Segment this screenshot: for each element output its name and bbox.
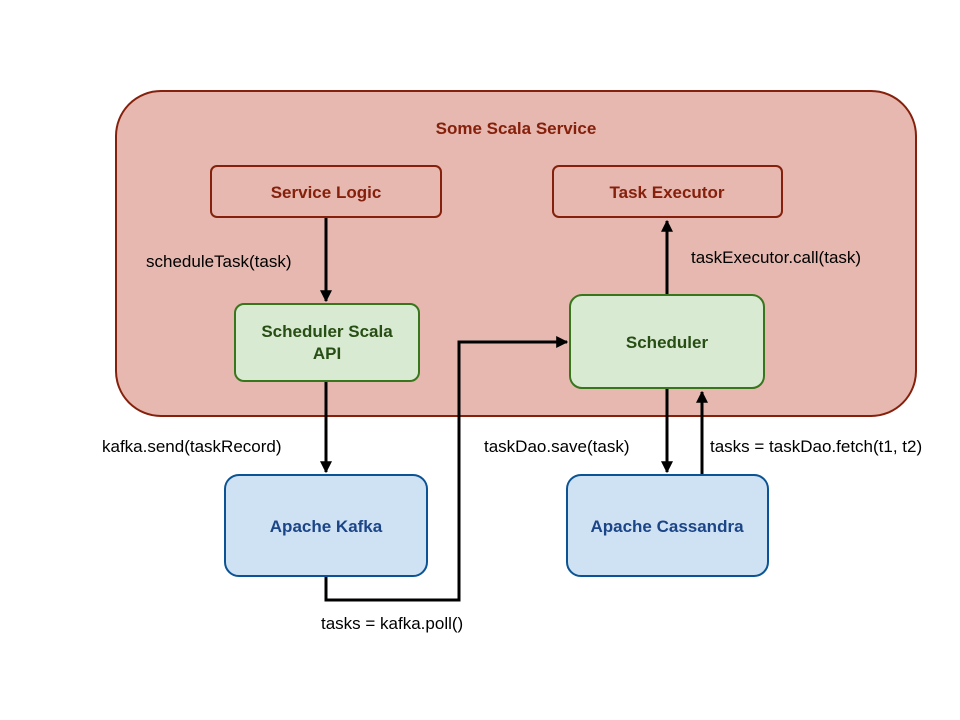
scheduler-scala-api-label-line1: Scheduler Scala	[261, 322, 393, 341]
task-executor-node[interactable]: Task Executor	[552, 165, 783, 218]
scheduler-scala-api-box	[234, 303, 420, 382]
scheduler-node[interactable]: Scheduler	[569, 294, 765, 389]
apache-kafka-box	[224, 474, 428, 577]
service-logic-label: Service Logic	[271, 183, 382, 202]
edge-kafka-send-label: kafka.send(taskRecord)	[102, 437, 282, 456]
scheduler-scala-api-node[interactable]: Scheduler Scala API	[234, 303, 420, 382]
apache-cassandra-box	[566, 474, 769, 577]
task-executor-label: Task Executor	[610, 183, 725, 202]
service-container-title: Some Scala Service	[436, 119, 597, 138]
scheduler-scala-api-label-line2: API	[313, 344, 341, 363]
service-logic-box	[210, 165, 442, 218]
scheduler-label: Scheduler	[626, 333, 709, 352]
task-executor-box	[552, 165, 783, 218]
apache-kafka-label: Apache Kafka	[270, 517, 383, 536]
edge-dao-fetch-label: tasks = taskDao.fetch(t1, t2)	[710, 437, 922, 456]
apache-kafka-node[interactable]: Apache Kafka	[224, 474, 428, 577]
edge-labels: scheduleTask(task) taskExecutor.call(tas…	[102, 248, 922, 633]
edge-executor-call-label: taskExecutor.call(task)	[691, 248, 861, 267]
service-logic-node[interactable]: Service Logic	[210, 165, 442, 218]
edge-dao-save-label: taskDao.save(task)	[484, 437, 630, 456]
edge-kafka-poll-label: tasks = kafka.poll()	[321, 614, 463, 633]
edge-schedule-task-label: scheduleTask(task)	[146, 252, 292, 271]
scheduler-box	[569, 294, 765, 389]
apache-cassandra-label: Apache Cassandra	[590, 517, 744, 536]
apache-cassandra-node[interactable]: Apache Cassandra	[566, 474, 769, 577]
edges	[320, 218, 708, 602]
edge-kafka-poll-arrow	[324, 336, 569, 602]
